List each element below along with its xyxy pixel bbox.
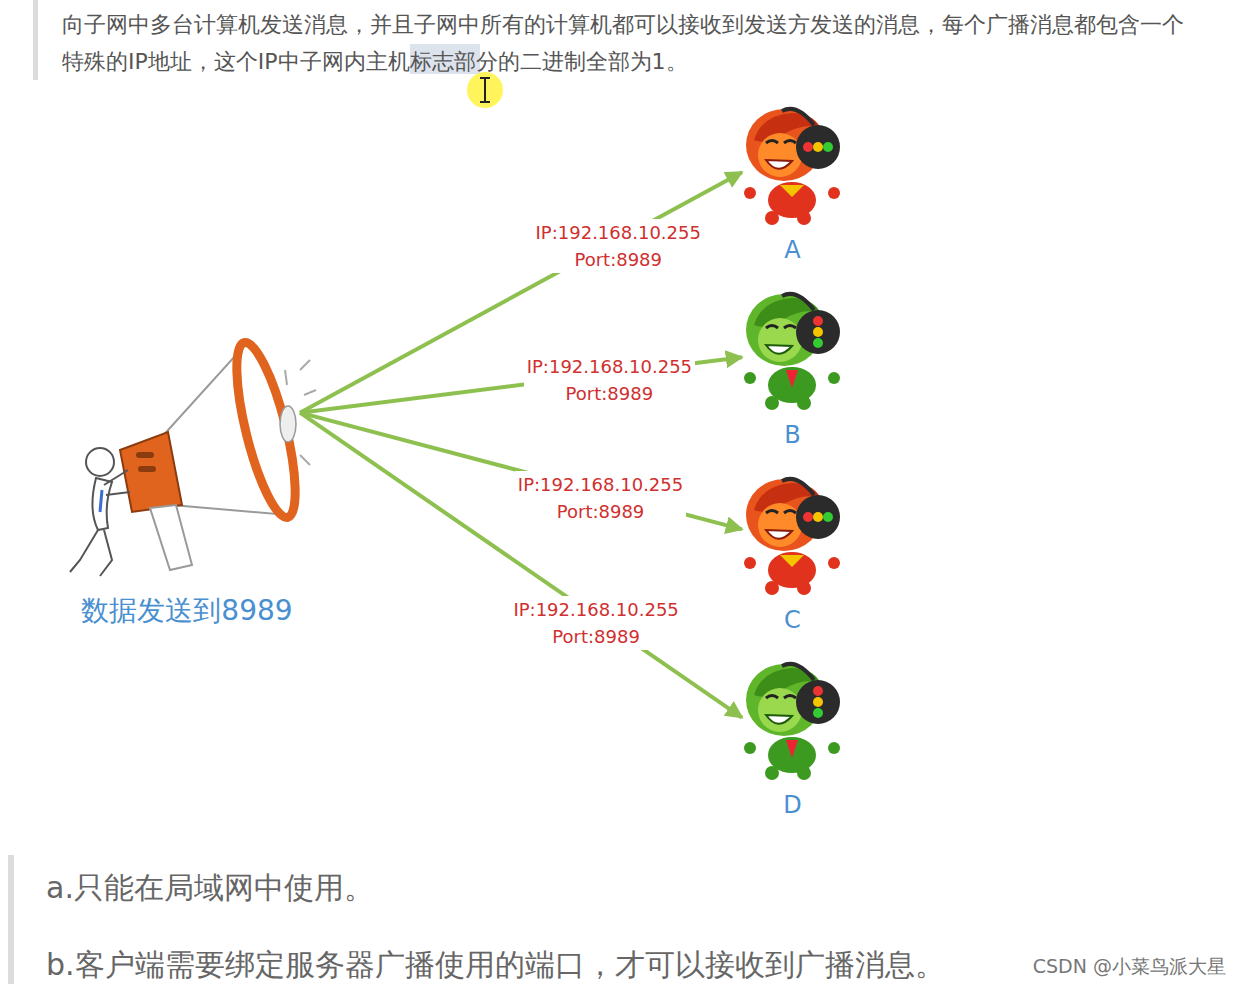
text-cursor [480,78,490,102]
host-letter: A [784,235,800,265]
quote-bar [33,0,38,80]
broadcast-arrow [300,413,742,530]
character-d [744,664,840,780]
receiver-host: D [740,660,845,820]
sender-label: 数据发送到8989 [81,594,292,628]
receiver-host: C [740,475,845,635]
host-letter: C [784,605,801,635]
address-label: IP:192.168.10.255 Port:8989 [510,596,681,650]
character-c [744,479,840,595]
address-label: IP:192.168.10.255 Port:8989 [524,353,695,407]
cursor-highlight [467,72,503,108]
character-b [744,294,840,410]
quote-bar [8,855,14,984]
broadcast-arrow [300,172,742,412]
broadcast-arrow [300,413,742,718]
host-letter: D [783,790,801,820]
intro-paragraph: 向子网中多台计算机发送消息，并且子网中所有的计算机都可以接收到发送方发送的消息，… [62,6,1187,80]
megaphone-sender: 数据发送到8989 [62,335,312,628]
host-letter: B [784,420,800,450]
receiver-host: B [740,290,845,450]
watermark: CSDN @小菜鸟派大星 [1033,953,1226,979]
megaphone [120,338,316,570]
character-a [744,109,840,225]
note-text: a.只能在局域网中使用。 [46,868,374,908]
person [70,448,130,576]
address-label: IP:192.168.10.255 Port:8989 [515,471,686,525]
note-text: b.客户端需要绑定服务器广播使用的端口，才可以接收到广播消息。 [46,945,945,984]
address-label: IP:192.168.10.255 Port:8989 [533,219,704,273]
receiver-host: A [740,105,845,265]
